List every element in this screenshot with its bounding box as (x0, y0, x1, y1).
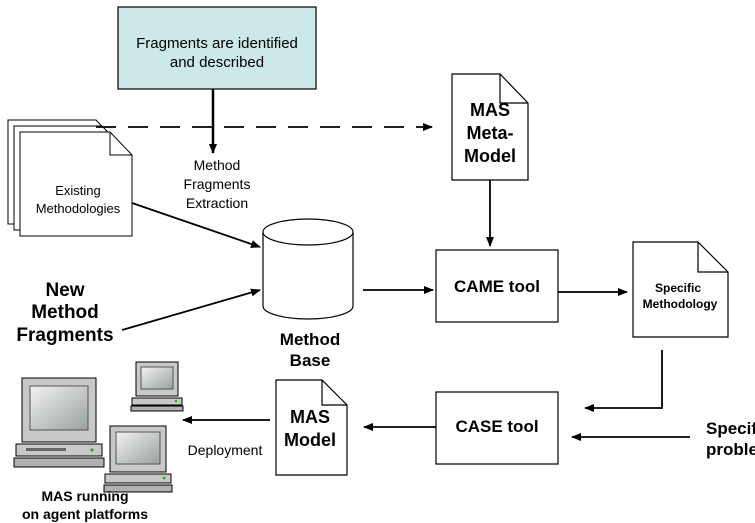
came-tool-box (435, 249, 559, 323)
specific-methodology-fold (697, 242, 728, 273)
mas-running-line1: MAS running (41, 488, 128, 504)
existing-to-methodbase-arrow (131, 202, 261, 248)
method-base-line1: Method (280, 330, 340, 349)
new-fragments-line3: Fragments (16, 325, 113, 346)
new-fragments-line1: New (45, 280, 84, 301)
meta-model-line3: Model (464, 146, 516, 166)
computer-icon (103, 425, 173, 493)
specific-problem-line1: Specific (706, 419, 755, 438)
new-fragments-to-methodbase-arrow (121, 288, 261, 331)
existing-line1: Existing (55, 183, 101, 198)
methodology-to-case-arrow (584, 350, 663, 412)
mas-running-line2: on agent platforms (22, 506, 148, 522)
specific-methodology-line2: Methodology (643, 297, 718, 311)
mas-model-fold (321, 380, 347, 406)
method-base-cylinder (262, 218, 354, 320)
computer-icon (13, 377, 105, 468)
case-tool-box (435, 391, 559, 465)
extraction-line3: Extraction (186, 195, 248, 211)
new-fragments-line2: Method (31, 302, 99, 323)
specific-problem-line2: problem (706, 440, 755, 459)
existing-line2: Methodologies (36, 201, 121, 216)
mas-model-line1: MAS (290, 407, 330, 427)
method-base-line2: Base (290, 351, 331, 370)
meta-model-document (451, 73, 529, 181)
deployment-label: Deployment (188, 442, 263, 458)
specific-methodology-line1: Specific (655, 281, 701, 295)
fragments-identified-line2: and described (170, 54, 264, 71)
extraction-line2: Fragments (184, 176, 251, 192)
case-tool-label: CASE tool (455, 417, 538, 436)
fragments-identified-box (117, 6, 317, 90)
mas-model-line2: Model (284, 430, 336, 450)
specific-methodology-document (632, 241, 729, 338)
fragments-identified-line1: Fragments are identified (136, 35, 298, 52)
came-tool-label: CAME tool (454, 277, 540, 296)
existing-methodologies-documents (7, 119, 133, 237)
mas-model-document (275, 379, 348, 476)
extraction-line1: Method (194, 157, 241, 173)
meta-model-line2: Meta- (466, 123, 513, 143)
meta-model-line1: MAS (470, 100, 510, 120)
computer-icon (130, 361, 184, 412)
meta-model-fold (499, 74, 528, 104)
